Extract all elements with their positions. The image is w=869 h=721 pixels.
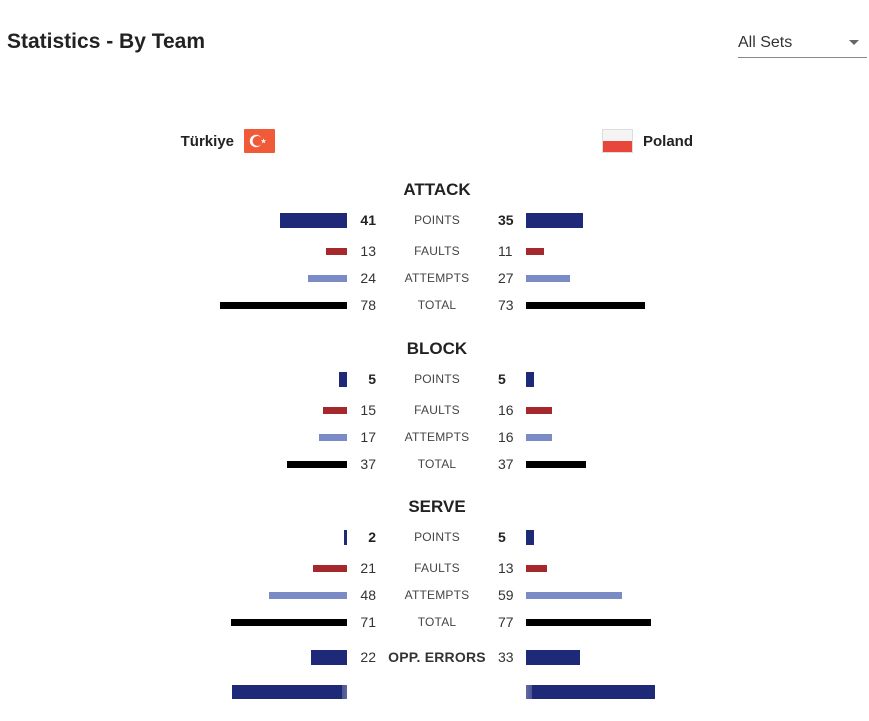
stat-row: 41 POINTS 35 <box>0 210 869 230</box>
section-title-attack: ATTACK <box>403 180 471 199</box>
stat-label: FAULTS <box>414 244 460 258</box>
stat-label: FAULTS <box>414 561 460 575</box>
home-value: 37 <box>360 456 376 472</box>
home-bar <box>269 591 347 599</box>
home-bar <box>326 247 347 255</box>
away-bar <box>526 247 544 255</box>
section-title-block: BLOCK <box>406 339 468 358</box>
stat-row: 71 TOTAL 77 <box>0 612 869 632</box>
page-title: Statistics - By Team <box>7 30 206 53</box>
away-value: 16 <box>498 402 514 418</box>
away-value: 5 <box>498 371 506 387</box>
turkey-flag-icon <box>244 129 275 153</box>
team-home: Türkiye <box>181 128 275 154</box>
home-value: 2 <box>368 529 376 545</box>
home-bar <box>231 618 347 626</box>
home-bar <box>323 406 347 414</box>
sets-filter-value: All Sets <box>738 34 793 51</box>
team-away: Poland <box>602 128 693 154</box>
stat-row: 21 FAULTS 13 <box>0 558 869 578</box>
poland-flag-icon <box>602 129 633 153</box>
away-value: 5 <box>498 529 506 545</box>
away-value: 37 <box>498 456 514 472</box>
away-value: 13 <box>498 560 514 576</box>
away-bar <box>526 460 586 468</box>
home-bar <box>308 274 347 282</box>
home-bar <box>280 212 347 228</box>
stat-row: 22 OPP. ERRORS 33 <box>0 647 869 667</box>
away-value: 16 <box>498 429 514 445</box>
home-bar <box>313 564 347 572</box>
away-bar <box>526 433 552 441</box>
next-stat-bar-home <box>232 685 347 699</box>
away-value: 59 <box>498 587 514 603</box>
stat-label: TOTAL <box>417 298 457 312</box>
stat-row: 48 ATTEMPTS 59 <box>0 585 869 605</box>
home-value: 17 <box>360 429 376 445</box>
away-bar <box>526 564 547 572</box>
away-bar <box>526 406 552 414</box>
caret-down-icon <box>849 40 859 45</box>
stat-row: 37 TOTAL 37 <box>0 454 869 474</box>
stat-label: POINTS <box>414 530 460 544</box>
away-value: 35 <box>498 212 514 228</box>
stat-row: 2 POINTS 5 <box>0 527 869 547</box>
home-value: 78 <box>360 297 376 313</box>
away-value: 27 <box>498 270 514 286</box>
home-value: 41 <box>360 212 376 228</box>
away-value: 77 <box>498 614 514 630</box>
stat-label: FAULTS <box>414 403 460 417</box>
stat-row: 13 FAULTS 11 <box>0 241 869 261</box>
home-value: 5 <box>368 371 376 387</box>
stat-label: POINTS <box>414 213 460 227</box>
away-value: 33 <box>498 649 514 665</box>
stat-label: TOTAL <box>417 457 457 471</box>
stat-row: 24 ATTEMPTS 27 <box>0 268 869 288</box>
section-title-serve: SERVE <box>408 497 466 516</box>
home-value: 22 <box>360 649 376 665</box>
away-bar <box>526 591 622 599</box>
away-bar <box>526 274 570 282</box>
stat-row: 15 FAULTS 16 <box>0 400 869 420</box>
stat-label: OPP. ERRORS <box>388 649 486 665</box>
home-value: 13 <box>360 243 376 259</box>
home-bar <box>311 649 347 665</box>
away-bar <box>526 529 534 545</box>
away-value: 73 <box>498 297 514 313</box>
stat-row: 17 ATTEMPTS 16 <box>0 427 869 447</box>
stat-row: 5 POINTS 5 <box>0 369 869 389</box>
away-bar <box>526 371 534 387</box>
sets-filter-dropdown[interactable]: All Sets <box>738 30 867 58</box>
team-home-name: Türkiye <box>180 132 234 150</box>
loading-fade-overlay <box>342 682 532 712</box>
home-bar <box>287 460 347 468</box>
home-bar <box>220 301 347 309</box>
away-bar <box>526 301 645 309</box>
away-bar <box>526 649 580 665</box>
team-away-name: Poland <box>643 132 694 150</box>
stat-label: ATTEMPTS <box>404 430 470 444</box>
stat-label: ATTEMPTS <box>404 588 470 602</box>
stat-row: 78 TOTAL 73 <box>0 295 869 315</box>
home-value: 24 <box>360 270 376 286</box>
home-bar <box>344 529 347 545</box>
stat-label: TOTAL <box>417 615 457 629</box>
away-bar <box>526 618 651 626</box>
home-value: 71 <box>360 614 376 630</box>
next-stat-bar-away <box>526 685 655 699</box>
home-value: 21 <box>360 560 376 576</box>
home-bar <box>339 371 347 387</box>
home-value: 15 <box>360 402 376 418</box>
away-value: 11 <box>498 243 513 259</box>
home-value: 48 <box>360 587 376 603</box>
away-bar <box>526 212 583 228</box>
stat-label: ATTEMPTS <box>404 271 470 285</box>
home-bar <box>319 433 347 441</box>
stat-label: POINTS <box>414 372 460 386</box>
